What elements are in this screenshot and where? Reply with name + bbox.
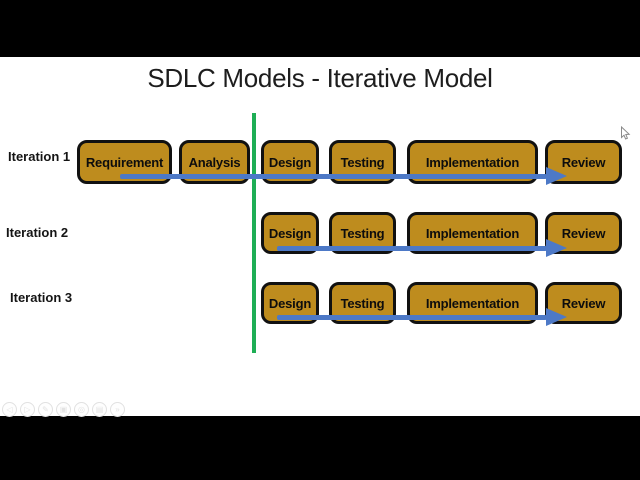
letterbox-bottom (0, 416, 640, 480)
iteration-2-row: Design Testing Implementation Review (0, 212, 640, 254)
iteration-3-label: Iteration 3 (10, 290, 73, 305)
zoom-icon[interactable]: ◎ (74, 402, 89, 417)
iteration-1-label: Iteration 1 (8, 149, 71, 164)
pen-icon[interactable]: ✎ (38, 402, 53, 417)
annotation-toolbar: ◁ ▷ ✎ ▣ ◎ ▤ » (2, 402, 125, 417)
flow-arrow-3 (277, 315, 547, 320)
flow-arrow-2 (277, 246, 547, 251)
copy-icon[interactable]: ▣ (56, 402, 71, 417)
iteration-2-label: Iteration 2 (6, 225, 69, 240)
flow-arrow-1 (120, 174, 547, 179)
more-icon[interactable]: » (110, 402, 125, 417)
node-review-1: Review (545, 140, 622, 184)
letterbox-top (0, 0, 640, 57)
iteration-divider-line (252, 113, 256, 353)
flow-arrow-3-head (546, 308, 567, 326)
mouse-cursor-icon (620, 125, 631, 146)
flow-arrow-2-head (546, 239, 567, 257)
page-title: SDLC Models - Iterative Model (147, 63, 493, 93)
flow-arrow-1-head (546, 167, 567, 185)
screen-icon[interactable]: ▤ (92, 402, 107, 417)
slide-stage: SDLC Models - Iterative Model Iteration … (0, 57, 640, 417)
back-icon[interactable]: ◁ (2, 402, 17, 417)
forward-icon[interactable]: ▷ (20, 402, 35, 417)
